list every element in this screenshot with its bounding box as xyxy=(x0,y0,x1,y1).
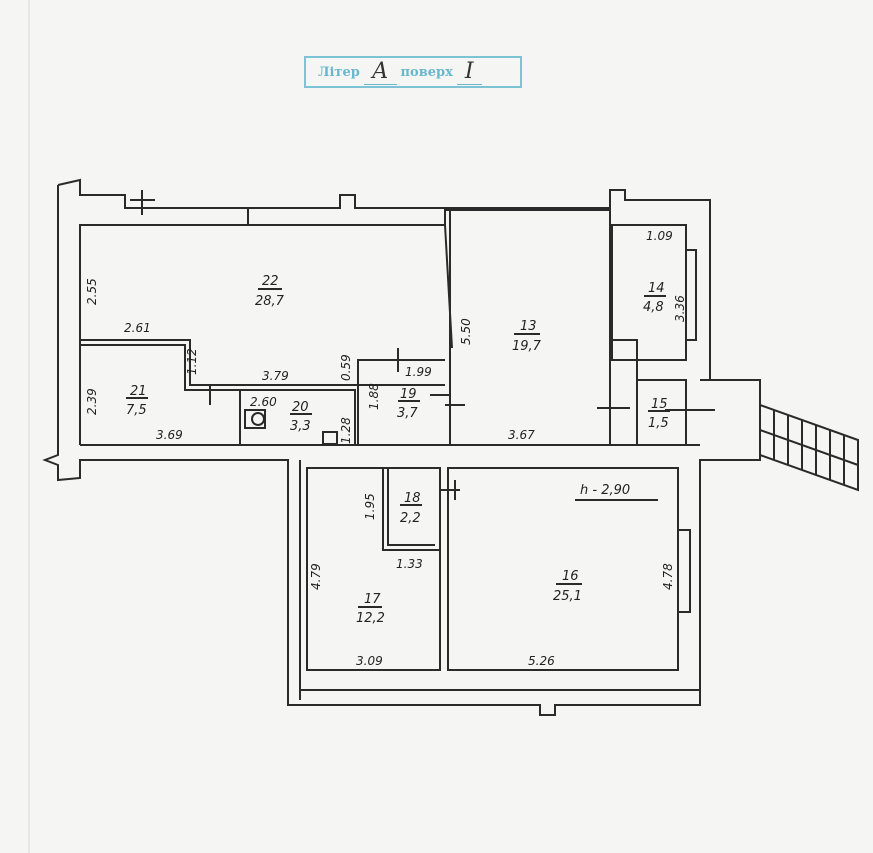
label-text: 2.61 xyxy=(124,321,151,335)
room-21: 217,5 xyxy=(126,384,148,418)
room-20: 203,3 xyxy=(290,400,312,434)
label-text: 1.95 xyxy=(363,493,377,520)
ceiling-height: h - 2,90 xyxy=(580,483,630,498)
room-15: 151,5 xyxy=(648,397,670,431)
label-text: 2.55 xyxy=(85,278,99,305)
label-text: 3.67 xyxy=(508,428,535,442)
room-18: 182,2 xyxy=(400,491,422,526)
label-text: 3,3 xyxy=(290,419,311,434)
label-text: 2.39 xyxy=(85,388,99,415)
label-text: 17 xyxy=(364,592,381,607)
stamp-floor-value: І xyxy=(456,59,482,85)
label-text: 3,7 xyxy=(397,406,418,421)
room-14: 144,8 xyxy=(643,281,666,315)
dimension-labels: 2.55 2.61 1.12 3.79 0.59 2.39 3.69 2.60 … xyxy=(85,229,687,668)
room-17: 17 12,2 xyxy=(356,592,385,626)
label-text: 1.12 xyxy=(185,348,199,375)
label-text: 14 xyxy=(648,281,665,296)
label-text: 1.88 xyxy=(367,383,381,410)
label-text: 1.28 xyxy=(339,417,353,444)
label-text: 19,7 xyxy=(512,339,542,354)
label-text: 3.36 xyxy=(673,295,687,322)
label-text: 12,2 xyxy=(356,611,385,626)
label-text: 2,2 xyxy=(400,511,421,526)
label-text: 3.79 xyxy=(262,369,289,383)
room-16: 16 25,1 xyxy=(553,569,582,604)
label-text: 18 xyxy=(404,491,421,506)
label-text: 1.09 xyxy=(646,229,673,243)
room-13: 13 19,7 xyxy=(512,319,542,354)
label-text: 5.50 xyxy=(459,318,473,345)
label-text: 1.99 xyxy=(405,365,432,379)
walls xyxy=(42,178,761,716)
page-margin-line xyxy=(28,0,30,853)
label-text: 7,5 xyxy=(126,403,147,418)
door-marks xyxy=(130,190,715,500)
label-text: 2.60 xyxy=(250,395,277,409)
label-text: 13 xyxy=(520,319,537,334)
label-text: 25,1 xyxy=(553,589,582,604)
label-text: 19 xyxy=(400,387,417,402)
label-text: 1.33 xyxy=(396,557,423,571)
stamp-liter-label: Літер xyxy=(318,64,360,80)
label-text: 20 xyxy=(292,400,309,415)
label-text: 3.09 xyxy=(356,654,383,668)
liter-floor-stamp: Літер А поверх І xyxy=(304,56,522,88)
label-text: 0.59 xyxy=(339,354,353,381)
room-19: 193,7 xyxy=(397,387,420,421)
label-text: 4.78 xyxy=(661,563,675,590)
label-text: 5.26 xyxy=(528,654,555,668)
label-text: 3.69 xyxy=(156,428,183,442)
label-text: 1,5 xyxy=(648,416,669,431)
label-text: 4,8 xyxy=(643,300,664,315)
stairs xyxy=(759,403,859,492)
label-text: 4.79 xyxy=(309,563,323,590)
label-text: 16 xyxy=(562,569,579,584)
room-22: 22 28,7 xyxy=(255,274,285,309)
label-text: 21 xyxy=(130,384,147,399)
label-text: 15 xyxy=(651,397,668,412)
stamp-floor-label: поверх xyxy=(400,64,453,80)
label-text: 28,7 xyxy=(255,294,285,309)
stamp-liter-value: А xyxy=(363,59,397,85)
label-text: 22 xyxy=(262,274,279,289)
